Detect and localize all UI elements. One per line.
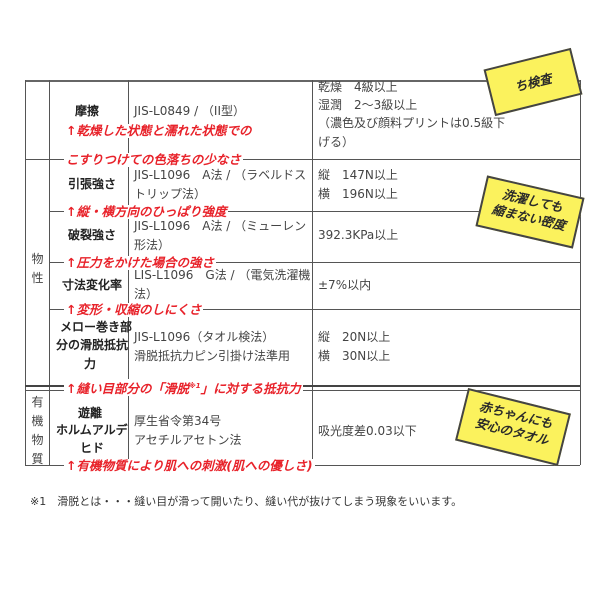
callout-inspection: ち検査: [483, 47, 583, 117]
tensile-method-1: JIS-L1096 A法 / （ラベルドス: [134, 168, 307, 182]
tensile-note: ↑縦・横方向のひっぱり強度: [64, 204, 229, 219]
col-divider-3: [312, 80, 313, 465]
dimension-method-1: LIS-L1096 G法 / （電気洗濯機: [134, 268, 311, 282]
slip-method-1: JIS-L1096（タオル検法）: [134, 330, 275, 344]
formaldehyde-std: 吸光度差0.03以下: [318, 424, 417, 438]
table-top-border: [25, 80, 580, 82]
formaldehyde-note: ↑有機物質により肌への刺激(肌への優しさ): [64, 458, 315, 473]
table-left-border: [25, 80, 26, 465]
dimension-name: 寸法変化率: [62, 278, 123, 292]
callout-inspection-text: ち検査: [513, 70, 554, 95]
abrasion-std-1: 乾燥 4級以上: [318, 80, 398, 94]
slip-std-2: 横 30N以上: [318, 349, 391, 363]
abrasion-std-4: げる）: [318, 135, 355, 149]
category-organic: 有 機 物 質: [26, 393, 49, 469]
row-line-3: [49, 262, 580, 263]
category-organic-char: 物: [31, 433, 44, 447]
dimension-std: ±7%以内: [318, 278, 372, 292]
burst-note: ↑圧力をかけた場合の強さ: [64, 255, 216, 270]
burst-method-2: 形法）: [134, 238, 171, 252]
row-line-4: [49, 309, 580, 310]
formaldehyde-name-2: ホルムアルデ: [56, 423, 128, 437]
tensile-method-2: トリップ法）: [134, 187, 207, 201]
abrasion-std-3: （濃色及び顔料プリントは0.5級下: [318, 116, 506, 130]
table-right-border: [580, 80, 581, 465]
slip-name-1: メロー巻き部: [60, 320, 133, 334]
slip-method-2: 滑脱抵抗力ピン引掛け法準用: [134, 349, 291, 363]
slip-name-3: 力: [84, 357, 97, 371]
abrasion-note-2: こすりつけての色落ちの少なさ: [64, 152, 243, 167]
category-physical: 物 性: [26, 250, 49, 288]
burst-method-1: JIS-L1096 A法 / （ミューレン: [134, 219, 307, 233]
abrasion-std-2: 湿潤 2～3級以上: [318, 98, 418, 112]
slip-note-footnote-mark: ※1: [188, 382, 201, 390]
category-organic-char: 質: [31, 452, 44, 466]
slip-note: ↑縫い目部分の「滑脱※1」に対する抵抗力: [64, 379, 303, 397]
burst-name: 破裂強さ: [68, 228, 117, 242]
slip-note-text-end: 」に対する抵抗力: [200, 381, 301, 397]
category-physical-char: 物: [31, 252, 44, 266]
row-line-2: [49, 211, 580, 212]
category-physical-char: 性: [31, 271, 44, 285]
category-organic-char: 機: [31, 414, 44, 428]
formaldehyde-name-3: ヒド: [80, 441, 105, 455]
slip-note-text: ↑縫い目部分の「滑脱: [66, 381, 189, 397]
category-organic-char: 有: [31, 395, 44, 409]
dimension-method-2: 法）: [134, 287, 159, 301]
slip-std-1: 縦 20N以上: [318, 330, 391, 344]
tensile-name: 引張強さ: [68, 177, 117, 191]
footnote: ※1 滑脱とは・・・縫い目が滑って開いたり、縫い代が抜けてしまう現象をいいます。: [30, 495, 463, 508]
callout-baby: 赤ちゃんにも 安心のタオル: [455, 387, 571, 467]
slip-name-2: 分の滑脱抵抗: [56, 338, 129, 352]
burst-std: 392.3KPa以上: [318, 228, 399, 242]
abrasion-name: 摩擦: [75, 104, 100, 118]
col-divider-1: [49, 80, 50, 465]
formaldehyde-method-2: アセチルアセトン法: [134, 433, 242, 447]
formaldehyde-method-1: 厚生省令第34号: [134, 414, 222, 428]
formaldehyde-name-1: 遊離: [78, 406, 103, 420]
abrasion-method: JIS-L0849 / （II型）: [134, 104, 246, 118]
tensile-std-1: 縦 147N以上: [318, 168, 398, 182]
row-line-1: [25, 159, 580, 160]
abrasion-note-1: ↑乾燥した状態と濡れた状態での: [64, 123, 254, 138]
col-divider-2: [128, 80, 129, 465]
callout-shrink: 洗濯しても 縮まない密度: [475, 175, 585, 249]
tensile-std-2: 横 196N以上: [318, 187, 398, 201]
dimension-note: ↑変形・収縮のしにくさ: [64, 302, 204, 317]
